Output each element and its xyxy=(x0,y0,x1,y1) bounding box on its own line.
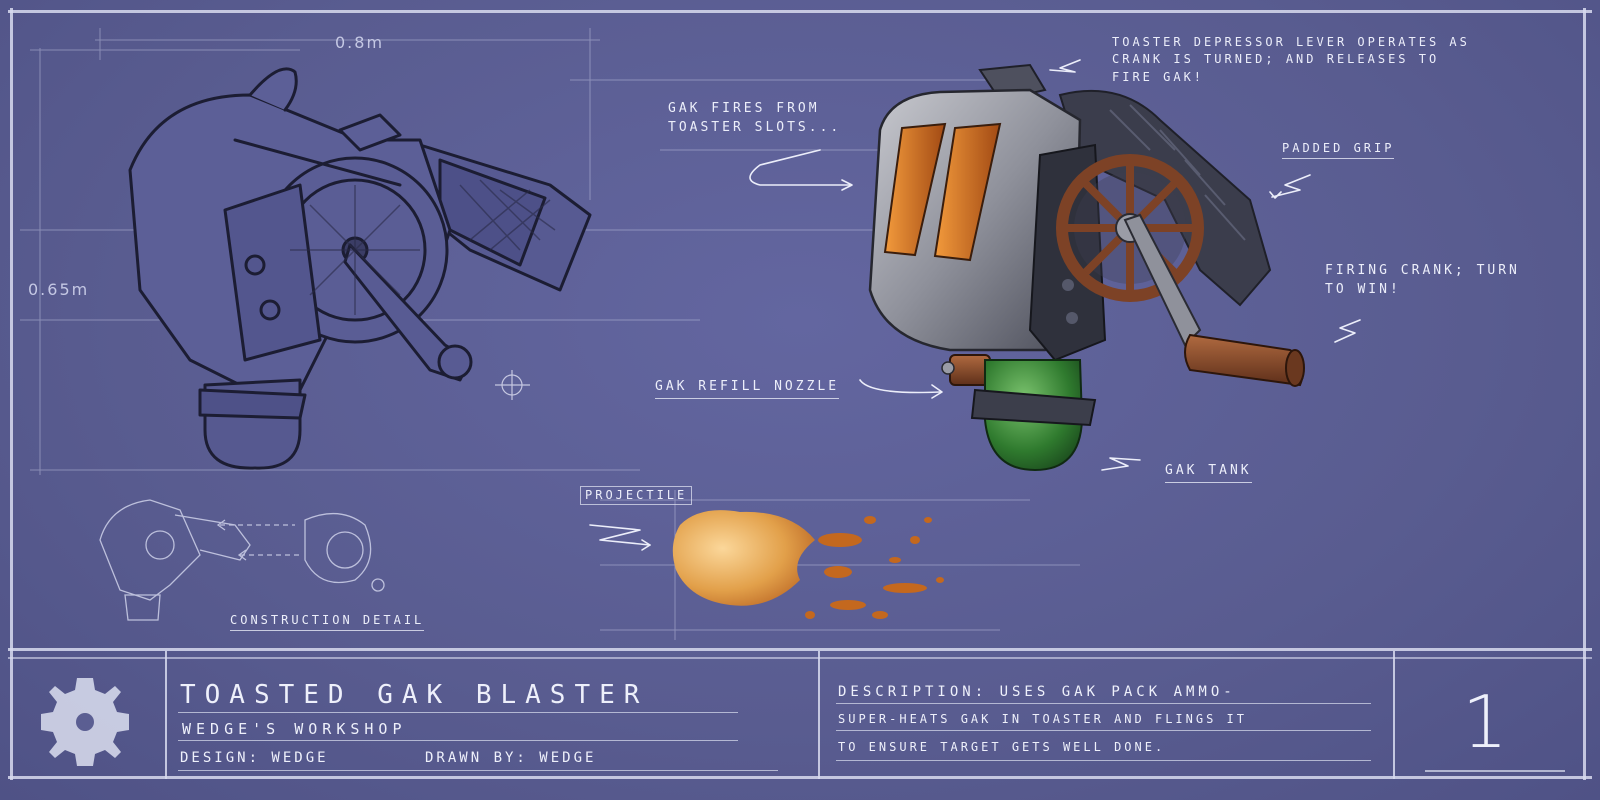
title-block-drawn-by: DRAWN BY: WEDGE xyxy=(425,750,597,766)
frame-title-divider xyxy=(8,648,1592,651)
width-dimension-label: 0.8m xyxy=(335,33,385,52)
frame-right xyxy=(1583,8,1586,780)
studio-rule xyxy=(178,740,738,741)
sheet-number: 1 xyxy=(1462,680,1508,764)
title-block-title: TOASTED GAK BLASTER xyxy=(180,680,649,710)
title-block-divider-2 xyxy=(818,651,820,779)
callout-projectile: PROJECTILE xyxy=(580,486,693,506)
callout-gak-tank: GAK TANK xyxy=(1165,462,1252,483)
desc-rule-1 xyxy=(836,703,1371,704)
callout-depressor-lever: TOASTER DEPRESSOR LEVER OPERATES AS CRAN… xyxy=(1112,35,1470,84)
frame-bottom xyxy=(8,776,1592,779)
title-block-design: DESIGN: WEDGE xyxy=(180,750,329,766)
callout-padded-grip: PADDED GRIP xyxy=(1282,140,1395,160)
frame-left xyxy=(10,8,13,780)
callout-refill-nozzle: GAK REFILL NOZZLE xyxy=(655,378,840,399)
callout-construction-detail: CONSTRUCTION DETAIL xyxy=(230,612,425,632)
design-rule xyxy=(178,770,778,771)
callout-firing-crank: FIRING CRANK; TURN TO WIN! xyxy=(1325,263,1520,297)
frame-title-divider-2 xyxy=(8,657,1592,659)
title-block-divider-1 xyxy=(165,651,167,779)
title-block-divider-3 xyxy=(1393,651,1395,779)
description-line-3: TO ENSURE TARGET GETS WELL DONE. xyxy=(838,740,1166,754)
callout-fires-from: GAK FIRES FROM TOASTER SLOTS... xyxy=(668,101,842,135)
frame-top xyxy=(8,10,1592,13)
height-dimension-label: 0.65m xyxy=(28,280,90,299)
description-line-1: DESCRIPTION: USES GAK PACK AMMO- xyxy=(838,684,1236,700)
description-line-2: SUPER-HEATS GAK IN TOASTER AND FLINGS IT xyxy=(838,712,1247,726)
title-rule xyxy=(178,712,738,713)
sheet-number-rule xyxy=(1425,770,1565,772)
gear-logo-icon xyxy=(41,678,129,766)
title-block-studio: WEDGE'S WORKSHOP xyxy=(182,720,407,738)
desc-rule-3 xyxy=(836,760,1371,761)
desc-rule-2 xyxy=(836,730,1371,731)
